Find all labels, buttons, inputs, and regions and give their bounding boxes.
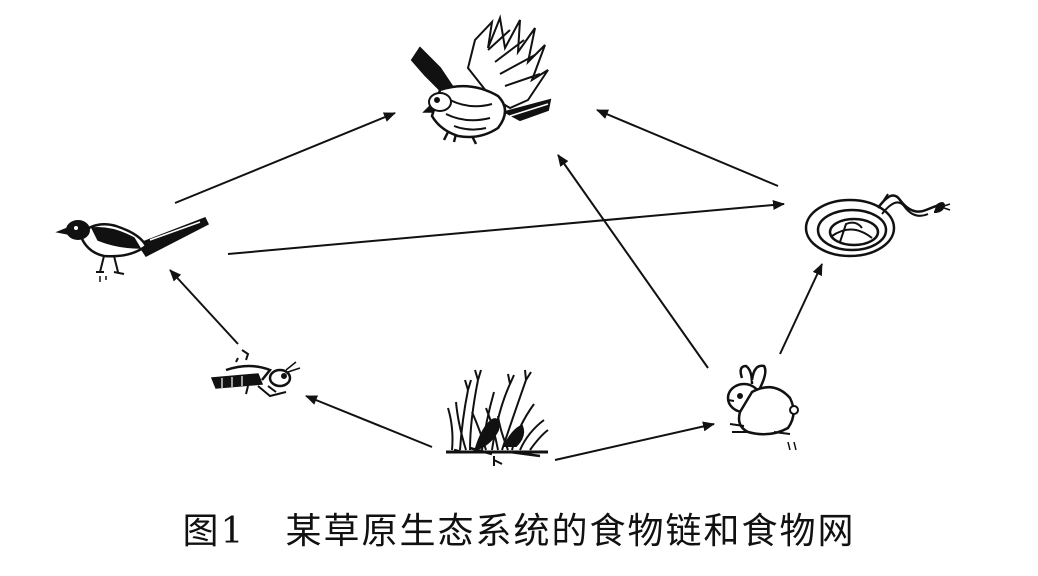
food-web-diagram (55, 14, 951, 466)
snake-icon (804, 193, 951, 258)
arrow-grass-to-grasshopper (305, 395, 433, 448)
grasshopper-icon (210, 349, 301, 398)
arrow-rabbit-to-eagle (557, 154, 709, 369)
arrow-bird-to-snake (227, 200, 785, 255)
arrow-grass-to-rabbit (554, 421, 715, 461)
arrow-bird-to-eagle (174, 112, 396, 204)
grass-icon (446, 369, 549, 466)
arrow-rabbit-to-snake (779, 263, 823, 355)
figure-title: 某草原生态系统的食物链和食物网 (285, 511, 856, 552)
bird-icon (55, 217, 210, 282)
eagle-icon (410, 14, 552, 145)
rabbit-icon (726, 364, 799, 451)
arrow-grasshopper-to-bird (169, 269, 239, 345)
arrow-snake-to-eagle (596, 109, 779, 187)
figure-label: 图1 (182, 511, 246, 552)
food-web-arrows (169, 109, 823, 461)
figure-caption: 图1 某草原生态系统的食物链和食物网 (0, 500, 1038, 556)
